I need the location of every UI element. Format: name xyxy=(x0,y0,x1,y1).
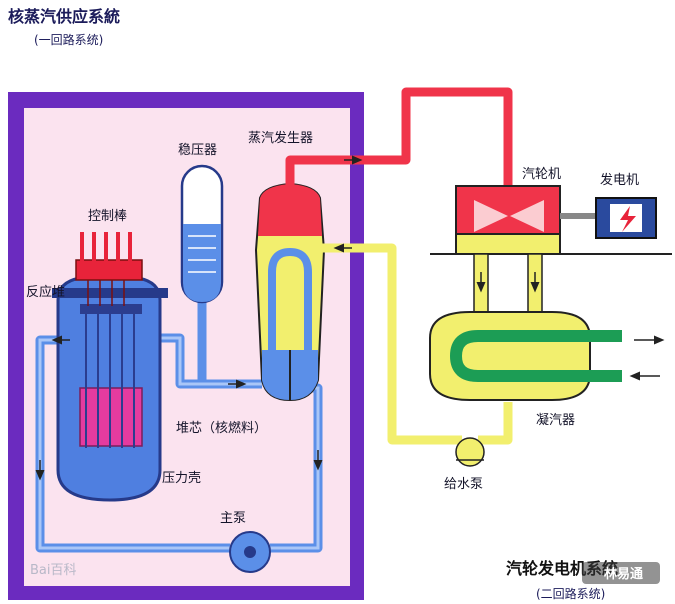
feed-pump-label: 给水泵 xyxy=(444,477,483,492)
steam-generator xyxy=(254,182,326,402)
diagram-title: 核蒸汽供应系統 xyxy=(8,7,120,26)
account-watermark: 林易通 xyxy=(582,562,660,584)
generator-label: 发电机 xyxy=(600,172,639,188)
steam-generator-label: 蒸汽发生器 xyxy=(248,130,313,146)
feedwater-line xyxy=(322,243,462,445)
pressurizer-label: 稳压器 xyxy=(178,142,217,158)
control-rods xyxy=(75,232,143,306)
reactor-vessel xyxy=(52,276,168,502)
secondary-loop-label: (二回路系统) xyxy=(536,586,605,601)
baidu-watermark: Bai百科 xyxy=(30,563,77,578)
pressurizer xyxy=(180,164,224,304)
pressure-vessel-label: 压力壳 xyxy=(162,471,201,486)
steam-line xyxy=(285,87,513,190)
svg-text:林易通: 林易通 xyxy=(604,566,643,582)
main-pump xyxy=(229,531,271,573)
main-pump-label: 主泵 xyxy=(220,511,246,526)
control-rods-label: 控制棒 xyxy=(88,209,127,224)
turbine-label: 汽轮机 xyxy=(522,167,561,182)
core-label: 堆芯（核燃料） xyxy=(176,420,267,436)
condenser-label: 凝汽器 xyxy=(536,412,575,428)
condenser xyxy=(429,311,665,401)
reactor-label: 反应堆 xyxy=(26,284,65,300)
exhaust-ducts xyxy=(473,253,543,315)
feed-pump xyxy=(455,437,485,467)
generator xyxy=(595,197,657,239)
turbine xyxy=(455,185,596,255)
primary-loop-label: (一回路系统) xyxy=(34,32,103,47)
